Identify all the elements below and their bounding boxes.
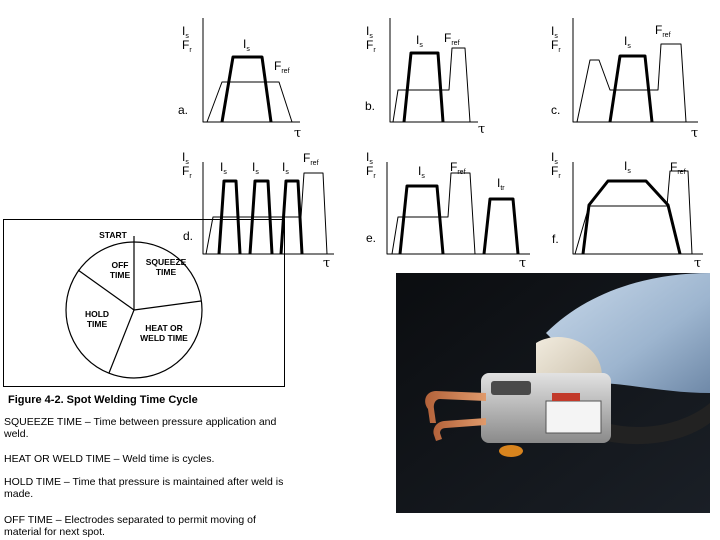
svg-text:Is: Is: [182, 24, 189, 40]
label-is-a: Is: [243, 37, 250, 53]
graph-d-current-pulse-1: [217, 179, 242, 255]
label-fref-e: Fref: [450, 160, 466, 176]
definition-off-time: OFF TIME – Electrodes separated to permi…: [4, 514, 256, 538]
definition-weld-time: HEAT OR WELD TIME – Weld time is cycles.: [4, 453, 215, 465]
svg-text:Fr: Fr: [366, 38, 376, 54]
copper-arm-lower: [433, 418, 486, 441]
time-symbol-e: τ: [519, 256, 526, 271]
cycle-divider-hold: [108, 309, 135, 374]
panel-letter-c: c.: [551, 103, 560, 117]
graph-d-force-curve: [205, 172, 328, 255]
svg-text:Is: Is: [182, 150, 189, 166]
axis-label-a: Is Fr: [182, 24, 192, 54]
svg-text:Is: Is: [551, 150, 558, 166]
label-is-c: Is: [624, 34, 631, 50]
time-symbol-c: τ: [691, 126, 698, 141]
graph-b-current-pulse: [402, 51, 445, 123]
graph-c-axes: [572, 18, 698, 123]
time-symbol-f: τ: [694, 256, 701, 271]
label-is-d2: Is: [252, 160, 259, 176]
graph-f-axes: [572, 162, 703, 255]
definition-squeeze-time: SQUEEZE TIME – Time between pressure app…: [4, 416, 277, 440]
graph-a-current-pulse: [220, 55, 273, 123]
graph-a-axes: [202, 18, 300, 123]
time-symbol-b: τ: [478, 122, 485, 137]
label-fref-d: Fref: [303, 151, 319, 167]
label-fref-a: Fref: [274, 59, 290, 75]
axis-label-f: Is Fr: [551, 150, 561, 180]
graph-e-tempering-pulse: [482, 197, 520, 255]
welder-handle-grip: [491, 381, 531, 395]
graph-panel-d: [202, 162, 334, 255]
graph-c-force-curve: [576, 43, 687, 123]
panel-letter-d: d.: [183, 229, 193, 243]
welder-orange-fitting: [499, 445, 523, 457]
spot-welder-photo: [396, 273, 710, 513]
panel-letter-f: f.: [552, 232, 559, 246]
cycle-divider-off: [77, 269, 135, 311]
graph-panel-a: [202, 18, 300, 123]
panel-letter-b: b.: [365, 99, 375, 113]
svg-text:Fr: Fr: [551, 38, 561, 54]
panel-letter-a: a.: [178, 103, 188, 117]
welding-graphs: Is Fr Is Fr Is Fr Is Fr Is Fr Is Fr Is I…: [178, 18, 703, 271]
spot-welder-illustration: [396, 273, 710, 513]
welder-label-plate: [545, 400, 602, 434]
cycle-label-start: START: [99, 230, 127, 240]
graph-c-current-pulse: [608, 54, 654, 123]
label-fref-f: Fref: [670, 160, 686, 176]
label-is-b: Is: [416, 33, 423, 49]
definition-hold-time: HOLD TIME – Time that pressure is mainta…: [4, 476, 284, 500]
axis-label-c: Is Fr: [551, 24, 561, 54]
graph-f-current-pulse: [581, 179, 682, 255]
graph-a-force-curve: [206, 81, 293, 123]
graph-d-current-pulse-3: [279, 179, 304, 255]
welder-red-marking: [552, 393, 580, 401]
time-cycle-pie: [65, 236, 203, 379]
graph-e-current-pulse: [398, 184, 445, 255]
graph-b-axes: [389, 18, 478, 123]
label-is-d1: Is: [220, 160, 227, 176]
axis-label-b: Is Fr: [366, 24, 376, 54]
time-symbol-d: τ: [323, 256, 330, 271]
label-is-f: Is: [624, 159, 631, 175]
label-is-e: Is: [418, 164, 425, 180]
figure-caption: Figure 4-2. Spot Welding Time Cycle: [8, 394, 198, 406]
graph-panel-f: [572, 162, 703, 255]
svg-text:Fr: Fr: [551, 164, 561, 180]
axis-label-d: Is Fr: [182, 150, 192, 180]
label-is-d3: Is: [282, 160, 289, 176]
panel-letter-e: e.: [366, 231, 376, 245]
svg-text:Fr: Fr: [366, 164, 376, 180]
cable: [606, 403, 710, 445]
graph-d-axes: [202, 162, 334, 255]
label-fref-c: Fref: [655, 23, 671, 39]
time-symbol-a: τ: [294, 126, 301, 141]
label-itr-e: Itr: [497, 176, 505, 192]
svg-text:Fr: Fr: [182, 164, 192, 180]
svg-text:Is: Is: [366, 150, 373, 166]
svg-text:Is: Is: [366, 24, 373, 40]
graph-d-current-pulse-2: [248, 179, 274, 255]
svg-text:Fr: Fr: [182, 38, 192, 54]
graph-f-force-curve: [574, 170, 693, 255]
graph-e-force-curve: [391, 172, 476, 255]
graph-panel-e: [386, 162, 530, 255]
graph-e-axes: [386, 162, 530, 255]
graph-panel-c: [572, 18, 698, 123]
svg-text:Is: Is: [551, 24, 558, 40]
axis-label-e: Is Fr: [366, 150, 376, 180]
cycle-divider-weld: [133, 300, 202, 311]
graph-b-force-curve: [392, 47, 471, 123]
graph-panel-b: [389, 18, 478, 123]
copper-arm-upper: [425, 391, 486, 423]
label-fref-b: Fref: [444, 31, 460, 47]
